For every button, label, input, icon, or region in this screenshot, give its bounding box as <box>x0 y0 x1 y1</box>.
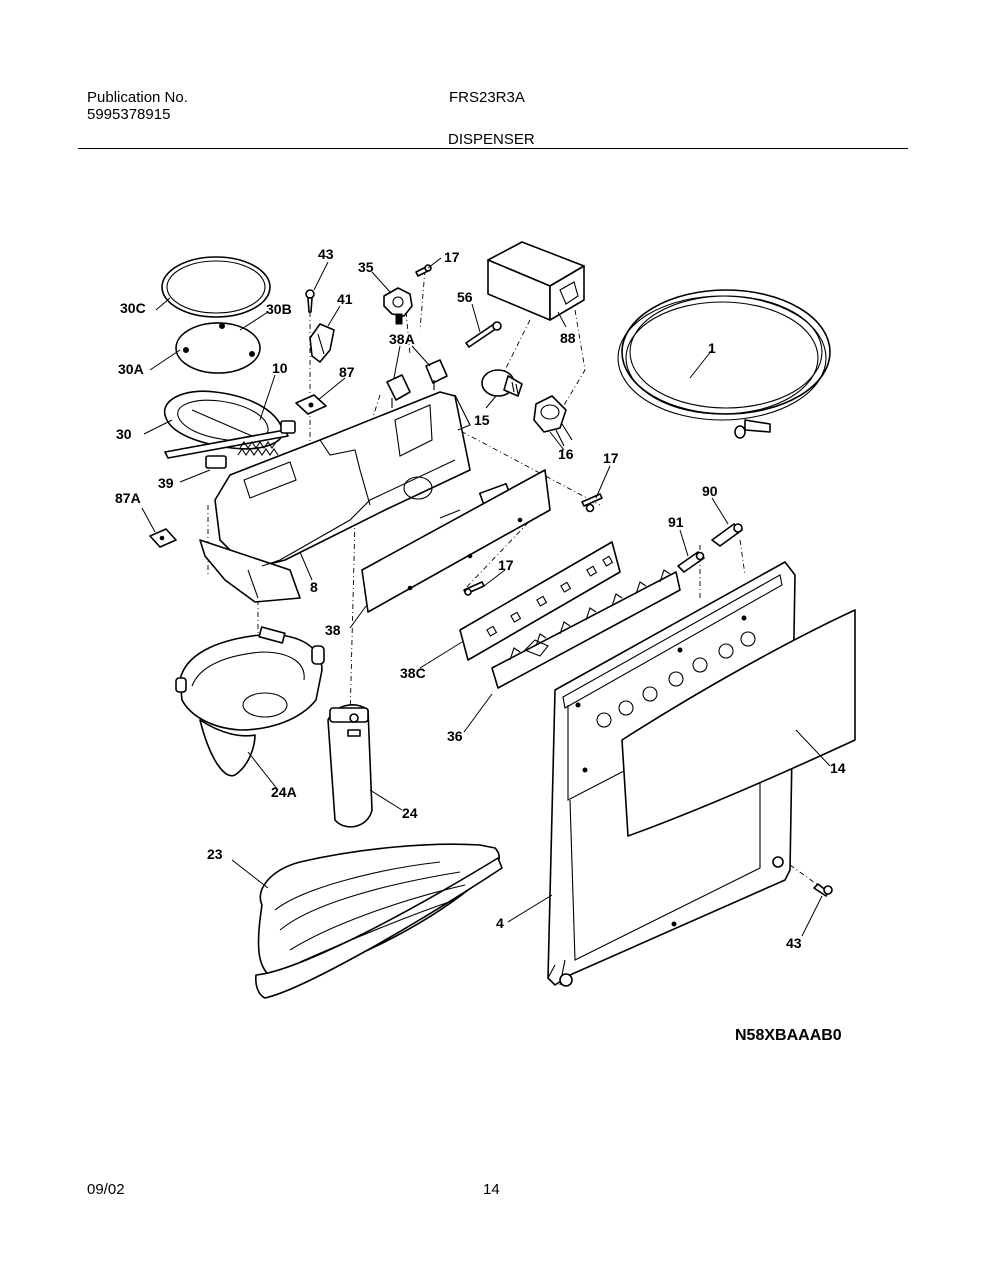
callout-87: 87 <box>339 364 355 380</box>
part-88-box <box>487 241 585 321</box>
diagram-code: N58XBAAAB0 <box>735 1027 842 1044</box>
callout-15: 15 <box>474 412 490 428</box>
part-30a-ring <box>175 322 261 374</box>
part-30-flap <box>163 390 296 469</box>
part-36-lever-bar <box>491 569 681 689</box>
part-56-pin <box>465 321 502 348</box>
part-24a-chute <box>175 626 325 777</box>
callout-24a: 24A <box>271 784 297 800</box>
part-87-pad <box>295 394 327 415</box>
part-23-drip-tray <box>255 843 503 999</box>
callout-labels: 43 17 35 30C 41 30B 56 88 38A 1 30A 10 8… <box>115 246 846 1044</box>
part-38a-switches <box>386 359 448 408</box>
part-17-screw-lower <box>463 581 485 596</box>
model-number: FRS23R3A <box>449 89 525 106</box>
part-24-flap <box>327 704 373 828</box>
callout-90: 90 <box>702 483 718 499</box>
callout-56: 56 <box>457 289 473 305</box>
publication-number: 5995378915 <box>87 106 171 123</box>
publication-label: Publication No. <box>87 89 188 106</box>
callout-23: 23 <box>207 846 223 862</box>
part-14-cover <box>621 609 856 837</box>
part-1-tubing <box>617 289 831 439</box>
part-35-actuator <box>383 287 413 325</box>
part-91-clip <box>677 551 705 573</box>
part-87a-pad <box>149 528 177 548</box>
callout-41: 41 <box>337 291 353 307</box>
part-43-bottom-screw <box>813 883 833 897</box>
callout-30a: 30A <box>118 361 144 377</box>
part-16-socket <box>533 395 573 447</box>
part-43-top-screw <box>305 289 315 313</box>
callout-24: 24 <box>402 805 418 821</box>
part-15-bulb <box>481 369 523 397</box>
callout-91: 91 <box>668 514 684 530</box>
header-rule <box>78 148 908 149</box>
part-17-screw-middle <box>581 493 603 513</box>
callout-17-middle: 17 <box>603 450 619 466</box>
callout-30: 30 <box>116 426 132 442</box>
callout-1: 1 <box>708 340 716 356</box>
callout-39: 39 <box>158 475 174 491</box>
part-90-clip <box>711 523 743 547</box>
callout-30b: 30B <box>266 301 292 317</box>
part-17-screw-top <box>415 264 432 277</box>
callout-88: 88 <box>560 330 576 346</box>
leader-lines <box>141 257 831 937</box>
callout-43-top: 43 <box>318 246 334 262</box>
callout-38c: 38C <box>400 665 426 681</box>
footer-date: 09/02 <box>87 1181 125 1198</box>
part-41-bracket <box>309 323 335 363</box>
callout-16: 16 <box>558 446 574 462</box>
callout-38: 38 <box>325 622 341 638</box>
part-30c-ring <box>161 256 271 318</box>
callout-30c: 30C <box>120 300 146 316</box>
callout-14: 14 <box>830 760 846 776</box>
callout-43-bottom: 43 <box>786 935 802 951</box>
callout-38a: 38A <box>389 331 415 347</box>
callout-87a: 87A <box>115 490 141 506</box>
page-number: 14 <box>483 1181 500 1198</box>
callout-36: 36 <box>447 728 463 744</box>
callout-17-lower: 17 <box>498 557 514 573</box>
callout-4: 4 <box>496 915 504 931</box>
callout-8: 8 <box>310 579 318 595</box>
callout-10: 10 <box>272 360 288 376</box>
callout-35: 35 <box>358 259 374 275</box>
section-title: DISPENSER <box>448 131 535 148</box>
part-38c-button-board <box>459 541 621 661</box>
callout-17-top: 17 <box>444 249 460 265</box>
part-38-board <box>361 469 551 613</box>
